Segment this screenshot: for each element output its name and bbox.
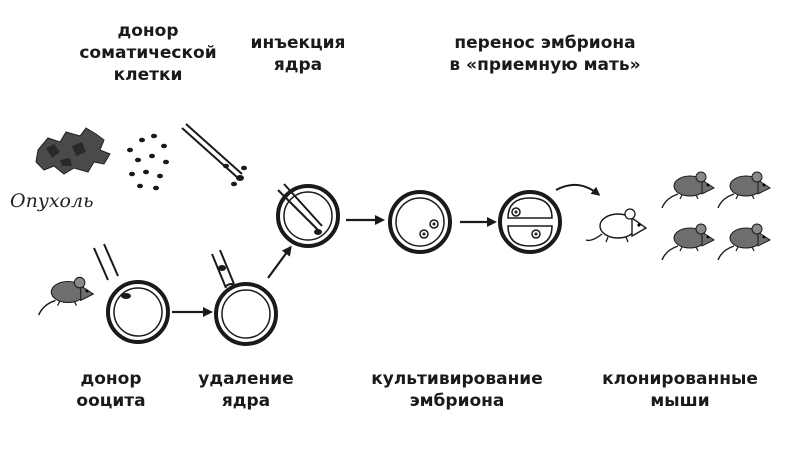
enucleation-pipette — [211, 249, 235, 289]
oocyte-enucleated — [214, 282, 278, 346]
label-enucleation: удаление ядра — [198, 369, 294, 411]
label-oocyte-donor: донор ооцита — [76, 369, 146, 411]
arrow-transfer — [555, 183, 601, 196]
label-cloned-mice: клонированные мыши — [602, 369, 758, 411]
label-embryo-transfer: перенос эмбриона в «приемную мать» — [449, 33, 641, 75]
surrogate-mouse — [585, 208, 648, 243]
cloned-mouse-4 — [717, 223, 771, 261]
arrow-2 — [267, 245, 292, 279]
oocyte-donor-mouse — [37, 276, 95, 316]
label-somatic-donor: донор соматической клетки — [79, 21, 217, 85]
embryo-two-cell — [498, 190, 562, 254]
cloned-mouse-3 — [661, 223, 715, 261]
embryo-one-cell — [388, 190, 452, 254]
oocyte-intact — [106, 280, 170, 344]
label-embryo-culture: культивирование эмбриона — [371, 369, 543, 411]
holding-pipette-1 — [93, 243, 119, 281]
somatic-cells — [127, 133, 169, 191]
cloned-mouse-2 — [717, 171, 771, 209]
label-nucleus-injection: инъекция ядра — [250, 33, 346, 75]
injection-pipette-upper — [181, 123, 247, 187]
tumor-tissue — [35, 127, 111, 175]
cloned-mouse-1 — [661, 171, 715, 209]
label-tumor: Опухоль — [10, 190, 94, 212]
oocyte-injected — [276, 183, 340, 248]
